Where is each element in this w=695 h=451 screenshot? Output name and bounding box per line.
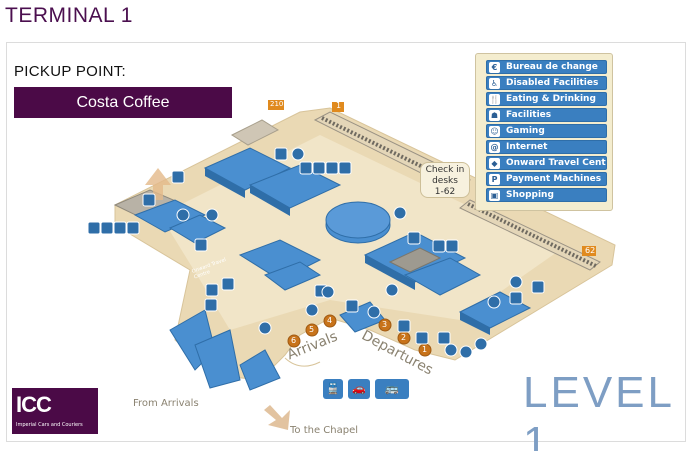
cutlery-icon: 🍴 xyxy=(489,93,500,105)
checkin-line-3: 1-62 xyxy=(434,187,456,197)
stand-5: 5 xyxy=(309,325,315,334)
level-label: LEVEL 1 xyxy=(523,368,674,451)
legend-item-internet[interactable]: @ Internet xyxy=(486,140,607,154)
legend-label: Internet xyxy=(506,142,548,152)
toilets-icon: ☗ xyxy=(489,109,500,121)
internet-icon: @ xyxy=(489,141,500,153)
legend-item-facilities[interactable]: ☗ Facilities xyxy=(486,108,607,122)
stand-1: 1 xyxy=(422,345,428,354)
to-chapel-label: To the Chapel xyxy=(290,425,359,436)
from-arrivals-arrow xyxy=(145,168,171,200)
legend-label: Onward Travel Centre xyxy=(506,158,607,168)
legend-label: Facilities xyxy=(506,110,552,120)
ticket-icon: ◆ xyxy=(489,157,500,169)
legend-label: Gaming xyxy=(506,126,545,136)
stand-2: 2 xyxy=(401,333,407,342)
legend-label: Shopping xyxy=(506,190,554,200)
gate-210-text: 210 xyxy=(270,100,284,108)
legend-item-disabled-facilities[interactable]: ♿ Disabled Facilities xyxy=(486,76,607,90)
legend-item-bureau-de-change[interactable]: € Bureau de change xyxy=(486,60,607,74)
checkin-desks-label: Check in desks 1-62 xyxy=(420,162,470,198)
gate-badge-1 xyxy=(332,102,344,112)
legend-item-eating-drinking[interactable]: 🍴 Eating & Drinking xyxy=(486,92,607,106)
legend-label: Bureau de change xyxy=(506,62,598,72)
logo-subtitle: Imperial Cars and Couriers xyxy=(16,422,83,428)
legend-label: Eating & Drinking xyxy=(506,94,596,104)
legend-item-onward-travel-centre[interactable]: ◆ Onward Travel Centre xyxy=(486,156,607,170)
stand-3: 3 xyxy=(382,320,388,329)
page-title: TERMINAL 1 xyxy=(5,4,133,27)
car-icon: 🚗 xyxy=(348,379,370,399)
legend-item-gaming[interactable]: ☺ Gaming xyxy=(486,124,607,138)
facility-icons xyxy=(87,147,545,359)
checkin-line-2: desks xyxy=(432,176,458,186)
logo-text: ICC xyxy=(16,392,52,417)
bus-icon: 🚌 xyxy=(375,379,409,399)
train-icon: 🚆 xyxy=(323,379,343,399)
pickup-location: Costa Coffee xyxy=(14,87,232,118)
icc-logo: ICC Imperial Cars and Couriers xyxy=(12,388,98,434)
legend-label: Disabled Facilities xyxy=(506,78,599,88)
parking-payment-icon: P xyxy=(489,173,500,185)
gaming-icon: ☺ xyxy=(489,125,500,137)
currency-exchange-icon: € xyxy=(489,61,500,73)
from-arrivals-label: From Arrivals xyxy=(133,398,199,409)
legend-label: Payment Machines xyxy=(506,174,602,184)
checkin-line-1: Check in xyxy=(425,165,465,175)
gate-1-text: 1 xyxy=(336,101,342,110)
pickup-stands xyxy=(287,314,432,357)
gate-62-text: 62 xyxy=(585,246,596,255)
shopping-bag-icon: ▣ xyxy=(489,189,500,201)
pickup-point-label: PICKUP POINT: xyxy=(14,63,126,80)
gate-badge-210 xyxy=(268,100,284,110)
stand-6: 6 xyxy=(291,336,297,345)
to-chapel-arrow xyxy=(264,405,290,430)
map-legend: € Bureau de change ♿ Disabled Facilities 🍴… xyxy=(475,53,613,211)
legend-item-shopping[interactable]: ▣ Shopping xyxy=(486,188,607,202)
stand-4: 4 xyxy=(327,316,333,325)
gate-badge-62 xyxy=(582,246,596,256)
legend-item-payment-machines[interactable]: P Payment Machines xyxy=(486,172,607,186)
wheelchair-icon: ♿ xyxy=(489,77,500,89)
